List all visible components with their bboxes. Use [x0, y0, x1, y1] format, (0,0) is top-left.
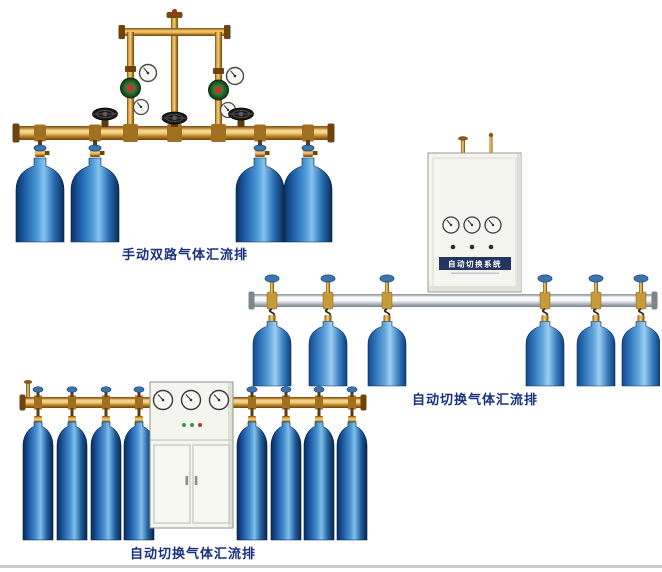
cabinet-gauge: [208, 389, 230, 411]
gas-cylinders: [22, 421, 368, 541]
cabinet-door-right: [192, 444, 230, 524]
valve-knob: [320, 274, 336, 283]
gas-cylinder: [236, 421, 268, 541]
cabinet-switch: [469, 244, 475, 250]
cabinet-gauge: [152, 389, 174, 411]
auto-switch-illustration: 自动切换系统: [248, 132, 661, 387]
cabinet-gauge: [484, 216, 502, 234]
gas-cylinder: [56, 421, 88, 541]
pipe-valves: [264, 274, 649, 293]
indicator-light: [198, 423, 202, 427]
collection-pipe: [248, 291, 658, 310]
cylinder-connections: [34, 408, 356, 423]
gas-cylinder: [235, 157, 285, 243]
cabinet-label-strip: [439, 257, 511, 270]
manifold-pipe: [12, 123, 335, 143]
regulator-knob: [126, 84, 135, 92]
bottom-divider: [0, 565, 662, 568]
regulator-station-left: [120, 63, 158, 116]
gas-cylinder: [22, 421, 54, 541]
regulator-knob: [214, 86, 223, 94]
gas-cylinder: [283, 157, 333, 243]
figure-manual-dual-manifold: [6, 8, 341, 248]
pressure-gauge: [138, 63, 158, 83]
control-cabinet: [149, 381, 234, 529]
cabinet-gauge: [180, 389, 202, 411]
cabinet-switch: [488, 244, 494, 250]
gas-cylinder: [90, 421, 122, 541]
indicator-light: [182, 423, 186, 427]
caption-manual-dual-manifold: 手动双路气体汇流排: [121, 248, 248, 263]
cabinet-gauge: [463, 216, 481, 234]
indicator-light: [190, 423, 194, 427]
gas-cylinder: [367, 321, 407, 387]
valve-knob: [588, 274, 604, 283]
cabinet-switch: [450, 244, 456, 250]
cylinder-valves: [268, 315, 645, 323]
valve-knob: [246, 386, 258, 393]
valve-knob: [346, 386, 358, 393]
gas-cylinder: [303, 421, 335, 541]
gas-cylinder: [336, 421, 368, 541]
door-handle: [194, 476, 198, 485]
figure-auto-switch-manifold-bottom: [14, 370, 372, 556]
door-handle: [185, 476, 189, 485]
valve-knob: [100, 386, 112, 393]
cylinder-connections: [33, 140, 318, 157]
gas-cylinder: [308, 321, 348, 387]
auto-switch-bottom-illustration: [19, 380, 368, 541]
valve-knob: [379, 274, 395, 283]
valve-handwheel: [228, 107, 254, 127]
pressure-gauge: [132, 98, 150, 116]
valve-knob: [88, 144, 102, 152]
valve-knob: [301, 144, 315, 152]
valve-knob: [253, 144, 267, 152]
valve-handwheel: [161, 111, 188, 127]
manual-dual-manifold-illustration: [12, 8, 335, 243]
valve-knob: [633, 274, 649, 283]
cabinet-gauge: [442, 216, 460, 234]
gas-cylinder: [621, 321, 661, 387]
gas-cylinder: [525, 321, 565, 387]
caption-auto-switch-right: 自动切换气体汇流排: [411, 393, 538, 408]
valve-knob: [537, 274, 553, 283]
gas-cylinder: [270, 421, 302, 541]
valve-knob: [133, 386, 145, 393]
figure-auto-switch-manifold-right: 自动切换系统: [246, 128, 661, 394]
pressure-gauge: [225, 66, 245, 86]
control-cabinet: 自动切换系统: [427, 132, 522, 293]
caption-auto-switch-bottom: 自动切换气体汇流排: [129, 547, 256, 562]
valve-knob: [33, 144, 47, 152]
cabinet-door-left: [153, 444, 191, 524]
valve-knob: [280, 386, 292, 393]
valve-knob: [32, 386, 44, 393]
gas-cylinders: [252, 321, 661, 387]
gas-cylinders: [15, 157, 333, 243]
valve-knob: [66, 386, 78, 393]
valve-handwheel: [92, 107, 118, 127]
cabinet-top-valve: [458, 136, 468, 141]
gas-cylinder: [252, 321, 292, 387]
gas-cylinder: [576, 321, 616, 387]
valve-knob: [264, 274, 280, 283]
cabinet-label: 自动切换系统: [448, 259, 502, 269]
valve-knob: [313, 386, 325, 393]
gas-cylinder: [15, 157, 65, 243]
pipe-valves: [32, 386, 358, 397]
gas-cylinder: [70, 157, 120, 243]
